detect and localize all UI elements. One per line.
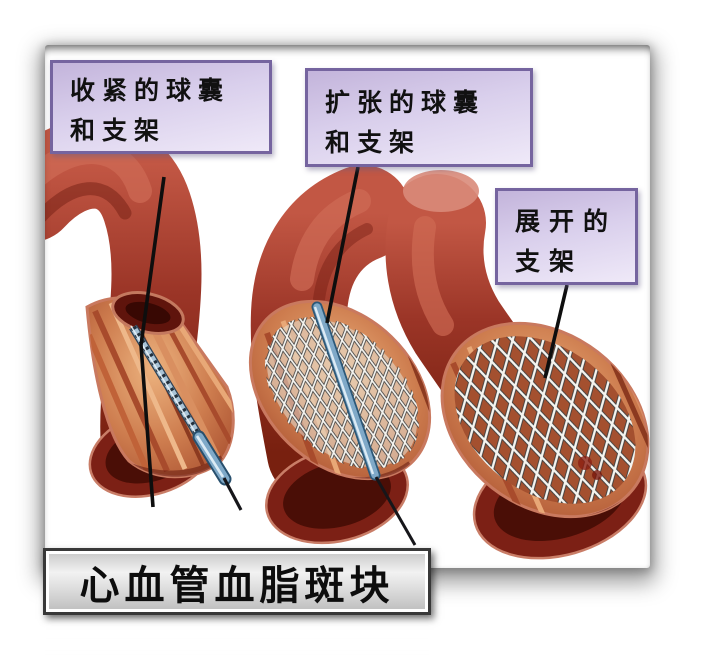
thrombus-spots: [578, 456, 602, 480]
label-expanded-balloon-and-stent: 扩张的球囊 和支架: [305, 68, 533, 167]
label-line: 和支架: [70, 118, 167, 145]
reflection-fade: [43, 618, 431, 662]
label-compressed-balloon-and-stent: 收紧的球囊 和支架: [50, 60, 272, 154]
label-line: 支架: [515, 249, 584, 276]
label-line: 扩张的球囊: [325, 90, 486, 117]
vessel-stage2-expanded-balloon-stent: [248, 165, 448, 546]
label-line: 收紧的球囊: [70, 78, 231, 105]
pointer-line-expanded: [325, 166, 360, 324]
label-line: 展开的: [515, 209, 618, 236]
vessel1-wall-arch: [111, 291, 185, 335]
guidewire-1: [222, 477, 243, 511]
compressed-stent-catheter: [129, 324, 243, 511]
caption-banner: 心血管血脂斑块: [43, 548, 431, 615]
pointer-line-compressed: [139, 176, 166, 508]
guidewire-2: [374, 476, 417, 546]
label-line: 和支架: [325, 130, 422, 157]
caption-banner-reflection: 心血管血脂斑块: [43, 618, 431, 662]
pointer-line-deployed: [543, 284, 569, 379]
vessel3-top-highlight: [403, 170, 479, 212]
vessel-stage3-deployed-stent: [385, 170, 650, 560]
artery-illustration: [45, 118, 650, 560]
pointer-lines: [139, 166, 569, 508]
caption-text: 心血管血脂斑块: [79, 562, 395, 608]
label-deployed-stent: 展开的 支架: [495, 188, 638, 285]
balloon-catheter: [311, 301, 417, 546]
